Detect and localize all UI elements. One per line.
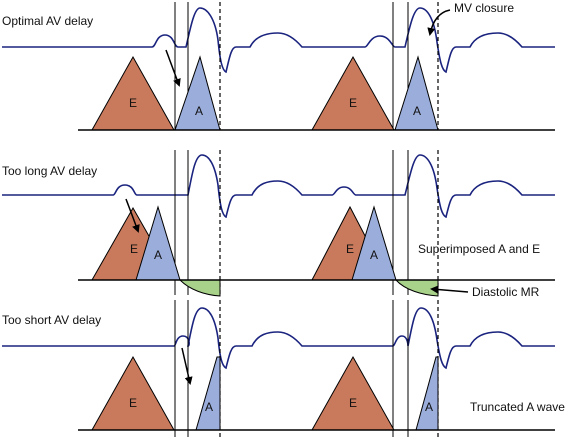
e-wave-triangle [311, 355, 395, 431]
a-wave-triangle [394, 55, 439, 131]
panel-title-too-long: Too long AV delay [2, 164, 97, 178]
panel-too-short: Too short AV delay E A E A Truncated A w… [2, 300, 565, 437]
a-wave-label: A [413, 104, 421, 118]
e-wave-label: E [346, 242, 354, 256]
a-wave-triangle [174, 55, 221, 131]
e-wave-label: E [349, 396, 357, 410]
timing-arrow [165, 49, 181, 87]
mitral-trace-optimal [2, 7, 555, 74]
diastolic-mr-wedge [178, 279, 221, 297]
e-wave-label: E [129, 96, 137, 110]
a-wave-label: A [154, 248, 162, 262]
panel-too-long: Too long AV delay E A E A Superimposed A… [2, 150, 555, 299]
e-wave-triangle [91, 55, 175, 131]
diastolic-mr-label: Diastolic MR [472, 285, 540, 299]
panel-title-optimal: Optimal AV delay [2, 14, 93, 28]
a-wave-label: A [205, 400, 213, 414]
a-wave-label: A [425, 400, 433, 414]
e-wave-triangle [91, 355, 175, 431]
diastolic-mr-wedge [394, 279, 439, 297]
truncated-label: Truncated A wave [470, 400, 565, 414]
timing-arrow [181, 347, 193, 385]
mitral-trace-too-short [2, 307, 555, 370]
superimposed-label: Superimposed A and E [418, 242, 540, 256]
a-wave-truncated [415, 356, 439, 431]
a-wave-label: A [195, 104, 203, 118]
a-wave-label: A [370, 248, 378, 262]
timing-arrow [125, 198, 140, 233]
mv-closure-label: MV closure [454, 1, 514, 15]
mv-closure-arrow [427, 9, 451, 36]
e-wave-triangle [311, 55, 395, 131]
panel-optimal: Optimal AV delay E A E A MV closure [2, 1, 555, 131]
e-wave-label: E [130, 242, 138, 256]
e-wave-label: E [129, 396, 137, 410]
panel-title-too-short: Too short AV delay [2, 313, 101, 327]
diastolic-mr-arrow [430, 285, 469, 294]
mitral-trace-too-long [2, 154, 555, 219]
a-wave-truncated [195, 356, 221, 431]
e-wave-label: E [349, 96, 357, 110]
